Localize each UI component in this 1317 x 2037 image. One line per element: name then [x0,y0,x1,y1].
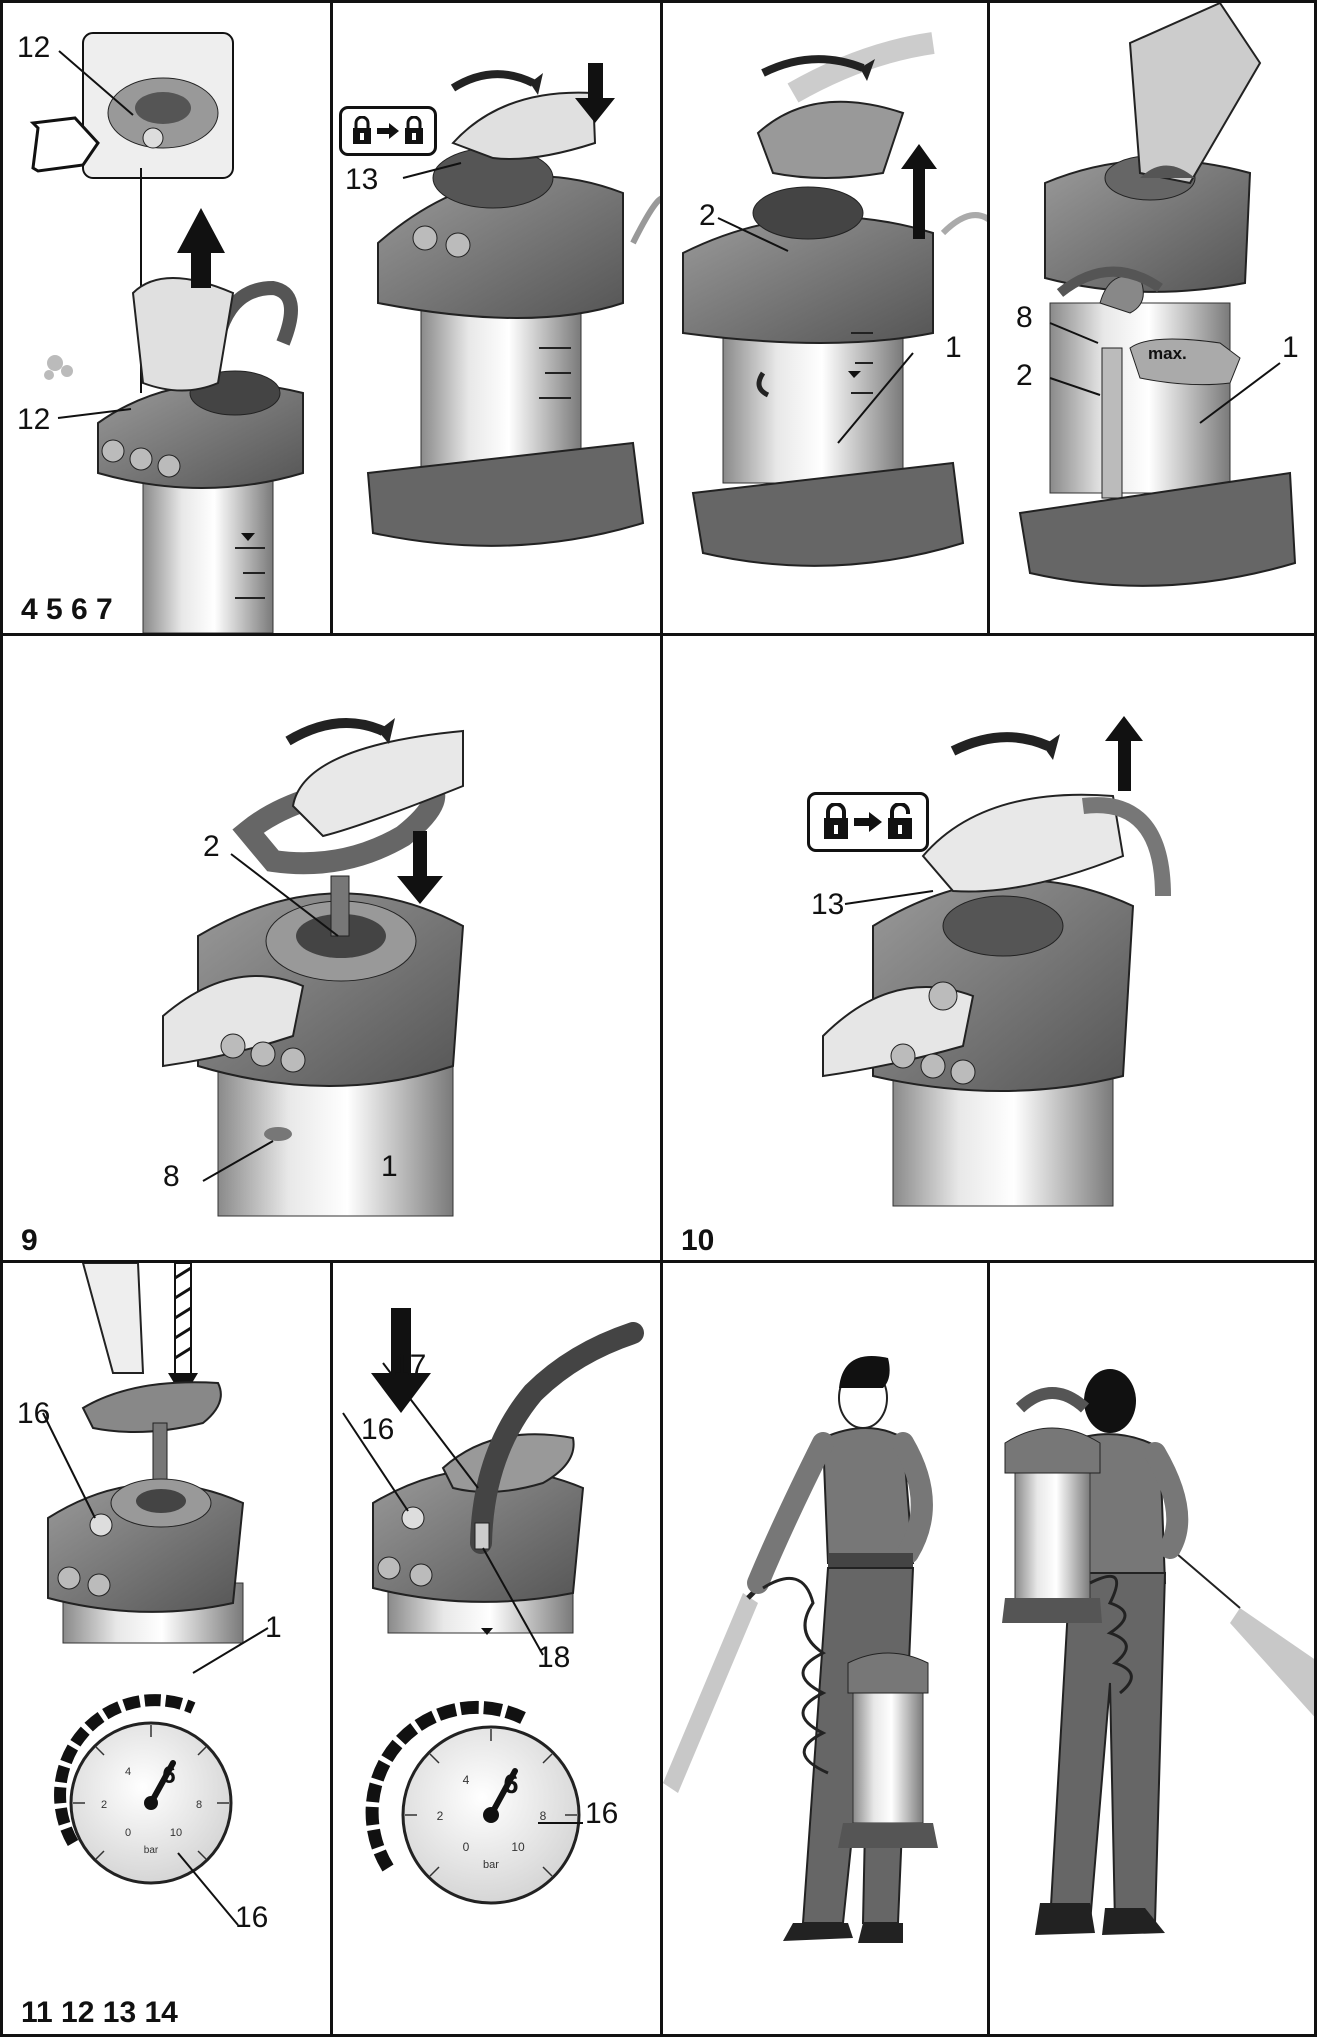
callout-1: 1 [945,331,962,364]
callout-2: 2 [1016,359,1033,392]
lock-to-unlock-icon [339,106,437,156]
step-number: 10 [681,1224,715,1257]
callout-8: 8 [163,1160,180,1193]
step-number: 11 12 13 14 [21,1996,178,2029]
pressure-release-illustration [29,32,304,633]
callout-1: 1 [1282,331,1299,364]
operator-back-view-illustration [1002,1369,1314,1935]
gauge-tick-8: 8 [540,1809,547,1823]
callout-1: 1 [265,1611,282,1644]
callout-12-top: 12 [17,31,51,64]
callout-16-top: 16 [361,1413,395,1446]
panel-remove-pump: 2 1 [660,0,990,636]
lock-open-icon [405,116,423,144]
gauge-tick-10: 10 [170,1827,182,1839]
callout-2: 2 [203,830,220,863]
remove-pump-illustration [682,32,987,567]
gauge-unit: bar [483,1859,499,1871]
callout-18: 18 [537,1641,571,1674]
insert-pump-illustration [162,718,465,1217]
callout-13: 13 [345,163,379,196]
arrow-right-icon [854,812,882,832]
panel-attach-hose: 0 2 4 8 10 bar 6 17 16 18 16 [330,1260,663,2037]
callout-12-bottom: 12 [17,403,51,436]
step-number: 4 5 6 7 [21,593,113,626]
callout-13: 13 [811,888,845,921]
panel-lock-handle: 13 [330,0,663,636]
fill-tank-illustration [1018,3,1297,587]
attach-hose-illustration: 0 2 4 8 10 bar 6 [342,1308,644,1905]
arrow-right-icon [377,123,399,139]
gauge-tick-2: 2 [437,1809,444,1823]
gauge-tick-8: 8 [196,1799,202,1811]
pressure-gauge: 0 2 4 8 10 bar 6 [365,1700,581,1905]
gauge-tick-2: 2 [101,1799,107,1811]
step-number: 9 [21,1224,38,1257]
panel-carry-back [987,1260,1317,2037]
handle-unlock-illustration [366,63,660,547]
panel-step-10: 13 10 [660,633,1317,1263]
gauge-tick-10: 10 [511,1840,525,1854]
gauge-tick-4: 4 [125,1766,131,1778]
gauge-tick-0: 0 [125,1827,131,1839]
pressure-gauge: 0 2 4 8 10 bar 6 [54,1694,233,1885]
panel-fill-tank: 8 2 1 max. [987,0,1317,636]
pump-pressure-illustration: 0 2 4 8 10 bar 6 [42,1263,269,1926]
callout-16-top: 16 [17,1397,51,1430]
panel-step-11-14: 0 2 4 8 10 bar 6 16 1 16 11 12 13 14 [0,1260,333,2037]
callout-16-bottom: 16 [585,1797,619,1830]
lock-closed-icon [353,116,371,144]
gauge-tick-4: 4 [463,1773,470,1787]
callout-1: 1 [381,1150,398,1183]
callout-16-bottom: 16 [235,1901,269,1934]
lock-handle-illustration [822,716,1171,1207]
gauge-unit: bar [144,1845,159,1856]
panel-carry-side [660,1260,990,2037]
gauge-tick-0: 0 [463,1840,470,1854]
lock-closed-icon [824,803,848,839]
operator-side-view-illustration [663,1356,938,1943]
callout-8: 8 [1016,301,1033,334]
lock-to-unlock-icon [807,792,929,852]
callout-17: 17 [393,1349,427,1382]
max-fill-mark: max. [1148,344,1187,363]
panel-step-9: 2 8 1 9 [0,633,663,1263]
lock-open-icon [888,803,912,839]
panel-step-4-7: 12 12 4 5 6 7 [0,0,333,636]
callout-2: 2 [699,199,716,232]
